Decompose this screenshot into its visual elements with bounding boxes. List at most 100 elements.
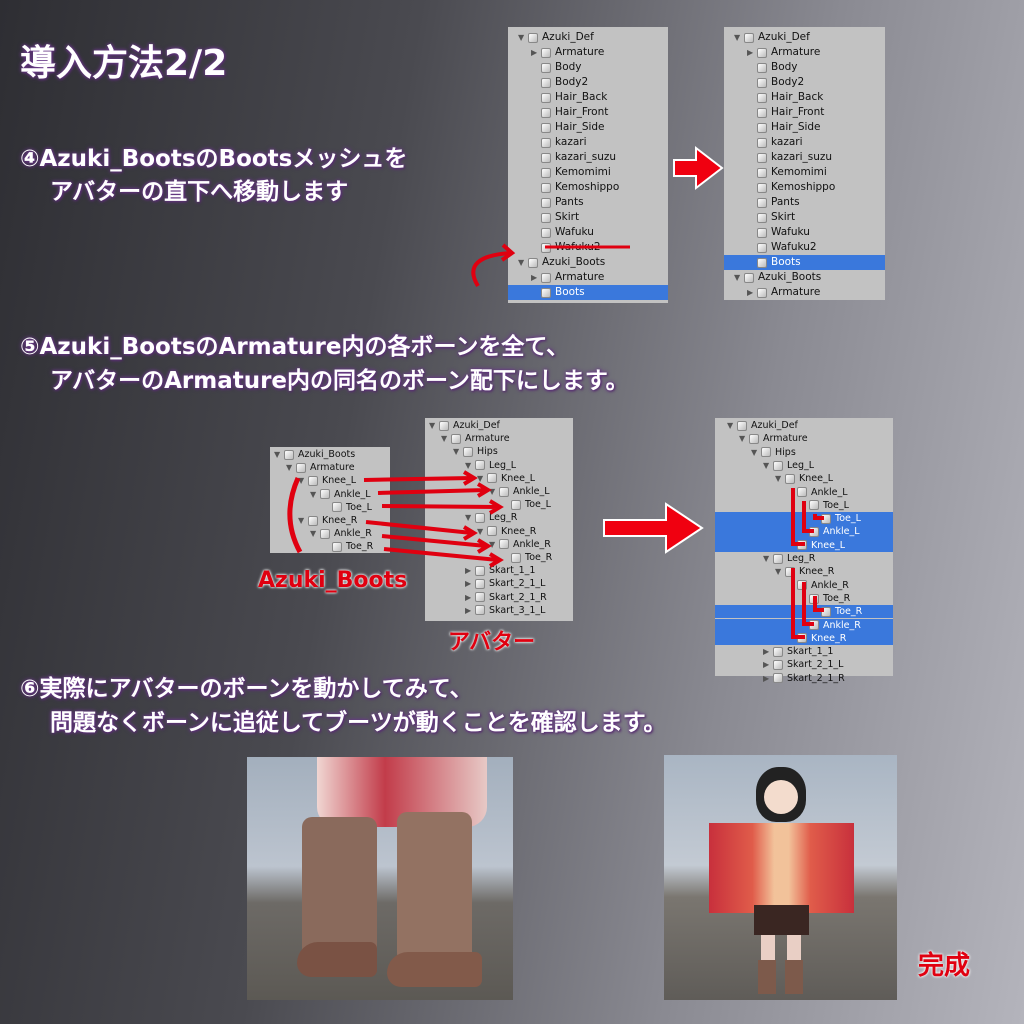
- hierarchy-row[interactable]: ▼Knee_L: [425, 472, 573, 485]
- hierarchy-row[interactable]: ▶Skart_1_1: [715, 645, 893, 658]
- expand-arrow-right-icon[interactable]: ▶: [531, 48, 538, 57]
- hierarchy-row[interactable]: ▼Leg_L: [425, 459, 573, 472]
- hierarchy-row[interactable]: Hair_Back: [724, 90, 885, 105]
- hierarchy-row[interactable]: ▼Knee_L: [270, 474, 390, 487]
- hierarchy-row[interactable]: ▼Azuki_Boots: [508, 255, 668, 270]
- hierarchy-row[interactable]: ▼Azuki_Def: [425, 419, 573, 432]
- hierarchy-row[interactable]: Pants: [508, 195, 668, 210]
- hierarchy-row[interactable]: Toe_L: [270, 501, 390, 514]
- hierarchy-row[interactable]: ▼Hips: [715, 446, 893, 459]
- expand-arrow-down-icon[interactable]: ▼: [310, 529, 317, 539]
- hierarchy-row[interactable]: ▼Knee_R: [270, 514, 390, 527]
- hierarchy-row[interactable]: Ankle_L: [715, 486, 893, 499]
- expand-arrow-down-icon[interactable]: ▼: [441, 434, 448, 444]
- expand-arrow-down-icon[interactable]: ▼: [518, 258, 525, 267]
- expand-arrow-down-icon[interactable]: ▼: [775, 567, 782, 577]
- hierarchy-row[interactable]: ▼Azuki_Def: [724, 30, 885, 45]
- hierarchy-row[interactable]: Body2: [508, 75, 668, 90]
- hierarchy-row[interactable]: Boots: [508, 285, 668, 300]
- hierarchy-row[interactable]: ▼Azuki_Boots: [270, 448, 390, 461]
- expand-arrow-down-icon[interactable]: ▼: [763, 554, 770, 563]
- avatar-armature-panel[interactable]: ▼Azuki_Def▼Armature▼Hips▼Leg_L▼Knee_L▼An…: [425, 418, 573, 621]
- hierarchy-row[interactable]: Hair_Side: [508, 120, 668, 135]
- expand-arrow-down-icon[interactable]: ▼: [298, 516, 305, 525]
- expand-arrow-down-icon[interactable]: ▼: [477, 473, 484, 483]
- expand-arrow-right-icon[interactable]: ▶: [763, 673, 770, 683]
- hierarchy-row[interactable]: Hair_Front: [508, 105, 668, 120]
- expand-arrow-down-icon[interactable]: ▼: [465, 513, 472, 523]
- hierarchy-row[interactable]: Body2: [724, 75, 885, 90]
- hierarchy-row[interactable]: Toe_R: [425, 551, 573, 564]
- hierarchy-row[interactable]: ▼Knee_R: [425, 525, 573, 538]
- hierarchy-row[interactable]: ▼Ankle_L: [270, 488, 390, 501]
- hierarchy-row[interactable]: Wafuku: [508, 225, 668, 240]
- expand-arrow-right-icon[interactable]: ▶: [465, 605, 472, 615]
- hierarchy-row[interactable]: Toe_L: [425, 498, 573, 511]
- expand-arrow-down-icon[interactable]: ▼: [775, 474, 782, 484]
- hierarchy-row[interactable]: ▼Hips: [425, 445, 573, 458]
- expand-arrow-down-icon[interactable]: ▼: [518, 33, 525, 42]
- expand-arrow-right-icon[interactable]: ▶: [465, 579, 472, 589]
- expand-arrow-down-icon[interactable]: ▼: [489, 487, 496, 496]
- expand-arrow-down-icon[interactable]: ▼: [429, 421, 436, 430]
- hierarchy-row[interactable]: ▼Knee_L: [715, 472, 893, 485]
- expand-arrow-down-icon[interactable]: ▼: [751, 447, 758, 457]
- hierarchy-row[interactable]: Body: [508, 60, 668, 75]
- expand-arrow-down-icon[interactable]: ▼: [286, 463, 293, 473]
- hierarchy-row[interactable]: Wafuku: [724, 225, 885, 240]
- hierarchy-row[interactable]: ▶Skart_2_1_L: [425, 577, 573, 590]
- hierarchy-row[interactable]: Hair_Back: [508, 90, 668, 105]
- hierarchy-row[interactable]: Toe_R: [270, 540, 390, 553]
- hierarchy-row[interactable]: Toe_L: [715, 499, 893, 512]
- hierarchy-row[interactable]: kazari: [724, 135, 885, 150]
- hierarchy-row[interactable]: Hair_Front: [724, 105, 885, 120]
- hierarchy-row[interactable]: ▼Ankle_R: [425, 538, 573, 551]
- expand-arrow-down-icon[interactable]: ▼: [453, 447, 460, 457]
- hierarchy-row[interactable]: Body: [724, 60, 885, 75]
- hierarchy-row[interactable]: Pants: [724, 195, 885, 210]
- hierarchy-row[interactable]: Hair_Side: [724, 120, 885, 135]
- hierarchy-row[interactable]: ▼Azuki_Def: [715, 419, 893, 432]
- expand-arrow-right-icon[interactable]: ▶: [531, 273, 538, 282]
- expand-arrow-right-icon[interactable]: ▶: [747, 288, 754, 297]
- hierarchy-row[interactable]: ▶Armature: [508, 45, 668, 60]
- hierarchy-row[interactable]: ▼Ankle_L: [425, 485, 573, 498]
- expand-arrow-right-icon[interactable]: ▶: [747, 48, 754, 57]
- expand-arrow-down-icon[interactable]: ▼: [734, 273, 741, 282]
- hierarchy-row[interactable]: ▼Ankle_R: [270, 527, 390, 540]
- hierarchy-row[interactable]: ▼Leg_R: [715, 552, 893, 565]
- hierarchy-row[interactable]: Kemoshippo: [508, 180, 668, 195]
- hierarchy-row[interactable]: ▼Azuki_Def: [508, 30, 668, 45]
- hierarchy-row[interactable]: Skirt: [508, 210, 668, 225]
- hierarchy-row[interactable]: Kemomimi: [724, 165, 885, 180]
- expand-arrow-right-icon[interactable]: ▶: [465, 566, 472, 576]
- expand-arrow-down-icon[interactable]: ▼: [727, 421, 734, 430]
- hierarchy-row[interactable]: kazari: [508, 135, 668, 150]
- hierarchy-row[interactable]: Kemomimi: [508, 165, 668, 180]
- hierarchy-row[interactable]: kazari_suzu: [508, 150, 668, 165]
- expand-arrow-down-icon[interactable]: ▼: [489, 539, 496, 549]
- hierarchy-row[interactable]: ▼Leg_R: [425, 511, 573, 524]
- hierarchy-row[interactable]: Wafuku2: [724, 240, 885, 255]
- expand-arrow-right-icon[interactable]: ▶: [763, 660, 770, 670]
- hierarchy-row[interactable]: ▶Armature: [724, 45, 885, 60]
- expand-arrow-down-icon[interactable]: ▼: [739, 434, 746, 444]
- expand-arrow-down-icon[interactable]: ▼: [298, 476, 305, 486]
- hierarchy-row[interactable]: ▶Armature: [724, 285, 885, 300]
- hierarchy-row[interactable]: ▼Armature: [425, 432, 573, 445]
- hierarchy-row[interactable]: ▶Skart_1_1: [425, 564, 573, 577]
- expand-arrow-down-icon[interactable]: ▼: [477, 526, 484, 536]
- hierarchy-row[interactable]: ▶Skart_2_1_R: [425, 591, 573, 604]
- expand-arrow-down-icon[interactable]: ▼: [465, 460, 472, 470]
- hierarchy-row[interactable]: ▼Azuki_Boots: [724, 270, 885, 285]
- expand-arrow-down-icon[interactable]: ▼: [734, 33, 741, 42]
- hierarchy-row[interactable]: Boots: [724, 255, 885, 270]
- hierarchy-row[interactable]: kazari_suzu: [724, 150, 885, 165]
- hierarchy-row[interactable]: ▼Armature: [270, 461, 390, 474]
- hierarchy-row[interactable]: ▼Armature: [715, 432, 893, 445]
- hierarchy-row[interactable]: ▶Skart_3_1_L: [425, 604, 573, 617]
- hierarchy-row[interactable]: ▶Skart_2_1_R: [715, 672, 893, 685]
- hierarchy-row[interactable]: ▶Armature: [508, 270, 668, 285]
